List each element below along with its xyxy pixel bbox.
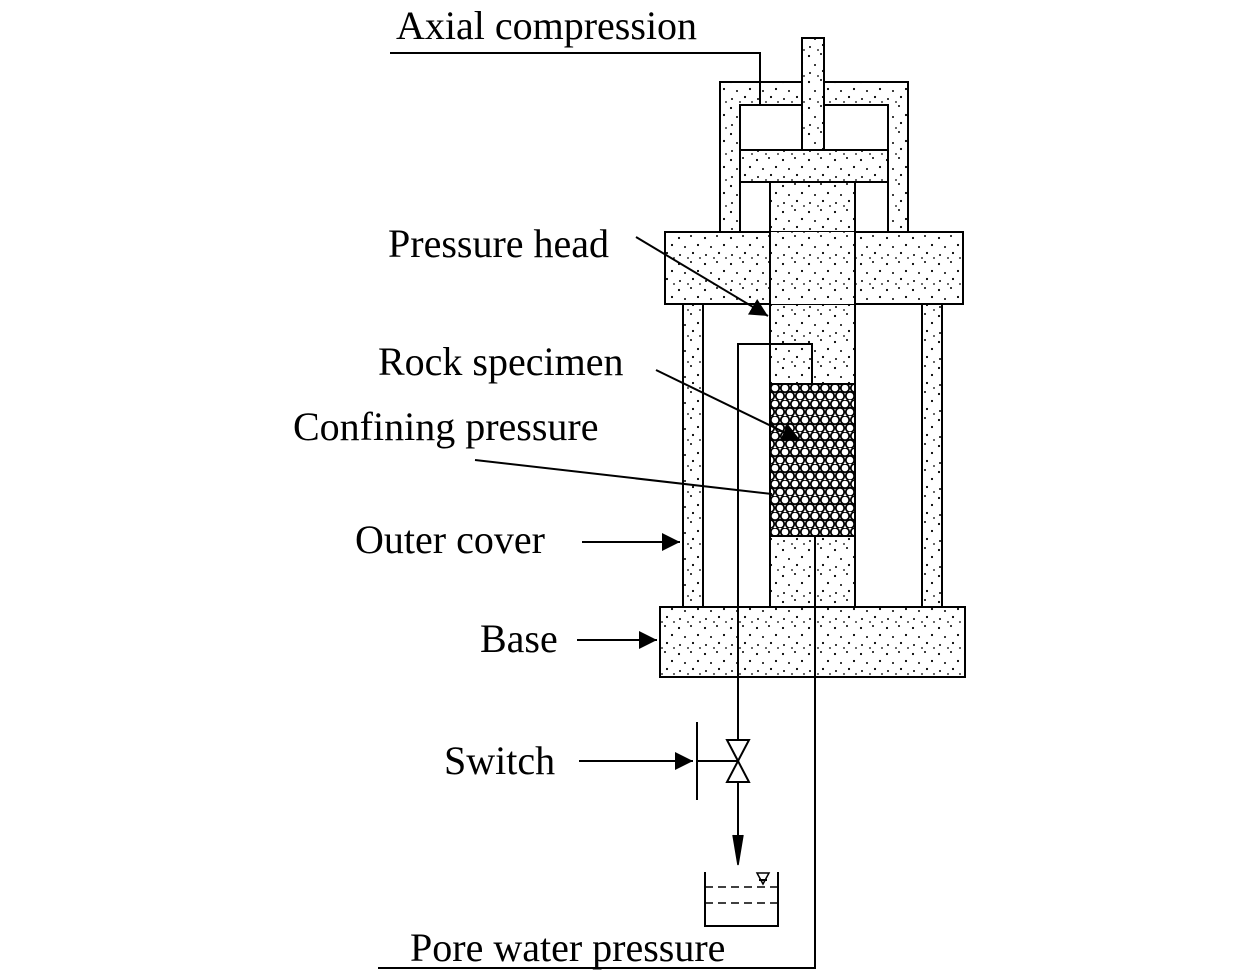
outer-cover-label: Outer cover [355,517,545,562]
confining-pressure-leader [474,459,773,495]
switch-label: Switch [444,738,556,783]
piston-rod [801,37,825,151]
pore-water-pressure-label: Pore water pressure [410,925,726,970]
axial-compression-label: Axial compression [396,3,698,48]
switch-valve [696,722,751,800]
base-label: Base [480,616,558,661]
axial-compression-leader [390,52,761,105]
pressure-head-label: Pressure head [388,221,610,266]
pore-water-pipe [378,536,816,969]
rock-specimen [769,383,856,537]
base-plate [659,606,966,678]
confining-pressure-label: Confining pressure [293,404,599,449]
pedestal [769,535,856,608]
outer-cover-left-wall [682,303,704,608]
water-container [704,872,779,927]
rock-specimen-label: Rock specimen [378,339,624,384]
pressure-head-leader [635,236,769,317]
outer-cover-right-wall [921,303,943,608]
rock-specimen-leader [655,369,801,441]
drain-pipe [737,343,813,740]
